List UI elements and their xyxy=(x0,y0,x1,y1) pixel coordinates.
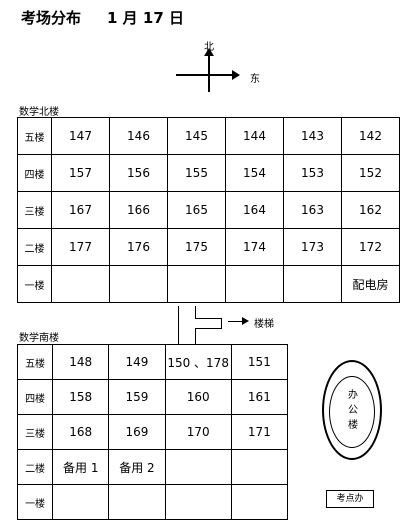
room-cell: 177 xyxy=(51,228,110,266)
room-cell: 151 xyxy=(230,344,289,380)
room-cell xyxy=(164,449,232,485)
floor-label: 二楼 xyxy=(17,228,52,266)
table-row: 一楼 配电房 xyxy=(17,265,400,303)
floor-label: 四楼 xyxy=(16,379,54,415)
north-building-table: 五楼 147 146 145 144 143 142 四楼 157 156 15… xyxy=(17,117,400,303)
room-cell xyxy=(225,265,284,303)
room-cell: 备用 1 xyxy=(52,449,110,485)
office-building-outer-ring xyxy=(322,360,382,460)
floor-label: 一楼 xyxy=(16,484,54,520)
south-building-name: 数学南楼 xyxy=(19,333,59,344)
floor-label: 二楼 xyxy=(16,449,54,485)
stairs-marker: 楼梯 xyxy=(178,306,288,346)
stair-line xyxy=(178,306,179,344)
room-cell: 174 xyxy=(225,228,284,266)
exam-date: 1 月 17 日 xyxy=(107,9,184,27)
room-cell: 176 xyxy=(109,228,168,266)
room-cell: 147 xyxy=(51,117,110,155)
room-cell: 158 xyxy=(52,379,110,415)
stair-line xyxy=(221,318,222,328)
room-cell: 146 xyxy=(109,117,168,155)
room-cell xyxy=(167,265,226,303)
floor-label: 三楼 xyxy=(17,191,52,229)
compass-vertical-line xyxy=(208,54,210,92)
room-cell: 145 xyxy=(167,117,226,155)
room-cell: 168 xyxy=(52,414,110,450)
room-cell xyxy=(108,484,166,520)
north-building-name: 数学北楼 xyxy=(19,107,59,118)
table-row: 五楼 148 149 150 、178 151 xyxy=(16,344,289,380)
room-cell: 143 xyxy=(283,117,342,155)
room-cell: 153 xyxy=(283,154,342,192)
room-cell: 172 xyxy=(341,228,400,266)
room-cell: 155 xyxy=(167,154,226,192)
room-cell: 170 xyxy=(164,414,232,450)
room-cell: 165 xyxy=(167,191,226,229)
room-cell: 149 xyxy=(108,344,166,380)
power-room-cell: 配电房 xyxy=(341,265,400,303)
room-cell: 173 xyxy=(283,228,342,266)
floor-label: 五楼 xyxy=(16,344,54,380)
title-text: 考场分布 xyxy=(21,9,82,27)
table-row: 五楼 147 146 145 144 143 142 xyxy=(17,117,400,155)
office-building-inner-ring xyxy=(329,376,375,448)
room-cell xyxy=(51,265,110,303)
room-cell: 163 xyxy=(283,191,342,229)
room-cell xyxy=(109,265,168,303)
room-cell: 166 xyxy=(109,191,168,229)
room-cell: 159 xyxy=(108,379,166,415)
room-cell xyxy=(230,449,289,485)
room-cell: 175 xyxy=(167,228,226,266)
table-row: 四楼 157 156 155 154 153 152 xyxy=(17,154,400,192)
compass-horizontal-line xyxy=(176,74,234,76)
room-cell: 162 xyxy=(341,191,400,229)
floor-label: 一楼 xyxy=(17,265,52,303)
table-row: 二楼 备用 1 备用 2 xyxy=(16,449,289,485)
floor-label: 三楼 xyxy=(16,414,54,450)
room-cell: 156 xyxy=(109,154,168,192)
room-cell xyxy=(164,484,232,520)
east-label: 东 xyxy=(250,74,260,85)
room-cell: 171 xyxy=(230,414,289,450)
stair-line xyxy=(195,328,196,344)
south-building-table: 五楼 148 149 150 、178 151 四楼 158 159 160 1… xyxy=(16,344,289,520)
room-cell: 142 xyxy=(341,117,400,155)
page-title: 考场分布 1 月 17 日 xyxy=(21,7,184,28)
stair-line xyxy=(195,318,222,319)
floor-label: 五楼 xyxy=(17,117,52,155)
table-row: 二楼 177 176 175 174 173 172 xyxy=(17,228,400,266)
east-arrow-icon xyxy=(232,70,240,80)
room-cell: 150 、178 xyxy=(164,344,232,380)
room-cell: 169 xyxy=(108,414,166,450)
north-arrow-icon xyxy=(204,48,214,56)
room-cell: 160 xyxy=(164,379,232,415)
room-cell: 148 xyxy=(52,344,110,380)
office-building-label: 办公楼 xyxy=(348,390,358,431)
room-cell xyxy=(283,265,342,303)
table-row: 一楼 xyxy=(16,484,289,520)
table-row: 三楼 167 166 165 164 163 162 xyxy=(17,191,400,229)
room-cell: 备用 2 xyxy=(108,449,166,485)
stairs-label: 楼梯 xyxy=(254,319,274,330)
room-cell xyxy=(230,484,289,520)
exam-office-box: 考点办 xyxy=(326,490,374,508)
compass: 北 东 xyxy=(170,42,270,96)
room-cell xyxy=(52,484,110,520)
table-row: 三楼 168 169 170 171 xyxy=(16,414,289,450)
stair-line xyxy=(195,328,222,329)
room-cell: 152 xyxy=(341,154,400,192)
room-cell: 167 xyxy=(51,191,110,229)
stair-arrow-shaft xyxy=(228,321,244,322)
room-cell: 164 xyxy=(225,191,284,229)
room-cell: 154 xyxy=(225,154,284,192)
room-cell: 144 xyxy=(225,117,284,155)
table-row: 四楼 158 159 160 161 xyxy=(16,379,289,415)
floor-label: 四楼 xyxy=(17,154,52,192)
stair-line xyxy=(195,306,196,318)
arrow-right-icon xyxy=(242,317,249,325)
north-label: 北 xyxy=(204,42,214,53)
room-cell: 161 xyxy=(230,379,289,415)
room-cell: 157 xyxy=(51,154,110,192)
